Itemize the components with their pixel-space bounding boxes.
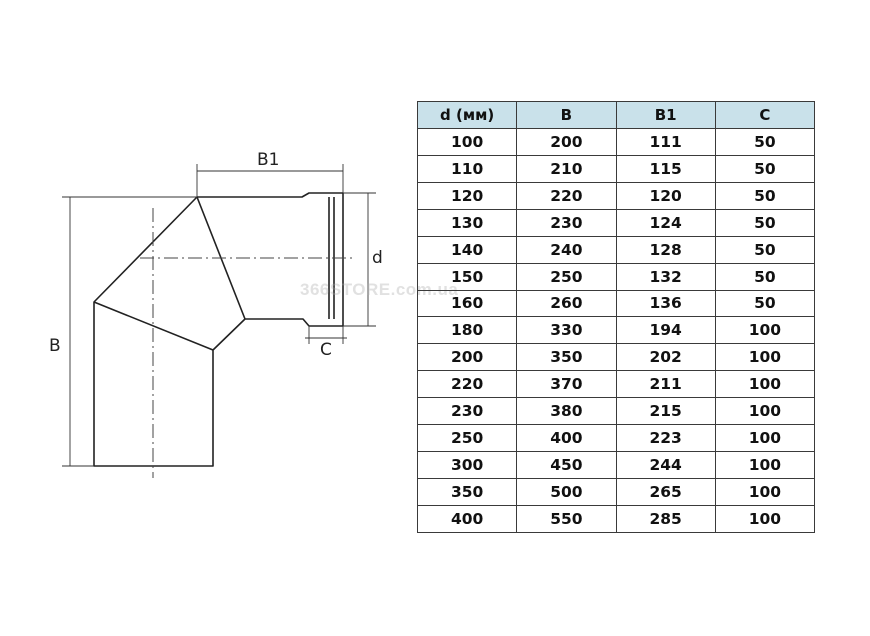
header-b1: B1	[615, 101, 716, 129]
table-cell: 100	[714, 397, 816, 426]
table-cell: 350	[516, 343, 617, 372]
table-cell: 50	[714, 127, 816, 156]
table-cell: 244	[615, 451, 716, 480]
elbow-outline	[93, 192, 344, 467]
table-cell: 100	[714, 424, 816, 453]
table-cell: 285	[615, 505, 716, 533]
table-cell: 202	[615, 343, 716, 372]
table-header-row: d (мм) B B1 C	[416, 101, 816, 129]
table-cell: 132	[615, 262, 716, 291]
table-cell: 111	[615, 127, 716, 156]
table-cell: 265	[615, 478, 716, 507]
table-cell: 100	[714, 316, 816, 345]
table-cell: 100	[714, 478, 816, 507]
table-cell: 300	[416, 451, 518, 480]
table-cell: 550	[516, 505, 617, 533]
table-cell: 130	[416, 208, 518, 237]
table-cell: 50	[714, 289, 816, 318]
table-cell: 110	[416, 154, 518, 183]
table-cell: 500	[516, 478, 617, 507]
table-cell: 50	[714, 208, 816, 237]
table-cell: 180	[416, 316, 518, 345]
table-cell: 100	[714, 505, 816, 533]
table-cell: 370	[516, 370, 617, 399]
label-c: C	[320, 340, 332, 360]
table-cell: 128	[615, 235, 716, 264]
table-cell: 100	[714, 343, 816, 372]
table-cell: 120	[416, 181, 518, 210]
table-cell: 160	[416, 289, 518, 318]
table-cell: 124	[615, 208, 716, 237]
table-cell: 380	[516, 397, 617, 426]
table-cell: 210	[516, 154, 617, 183]
table-cell: 350	[416, 478, 518, 507]
table-cell: 100	[714, 370, 816, 399]
table-cell: 194	[615, 316, 716, 345]
table-cell: 136	[615, 289, 716, 318]
table-cell: 230	[416, 397, 518, 426]
table-cell: 230	[516, 208, 617, 237]
elbow-pipe-drawing: B1 B d C	[49, 150, 383, 478]
label-d: d	[372, 248, 383, 268]
table-cell: 200	[416, 343, 518, 372]
table-cell: 115	[615, 154, 716, 183]
table-cell: 150	[416, 262, 518, 291]
table-cell: 50	[714, 235, 816, 264]
table-cell: 50	[714, 181, 816, 210]
table-cell: 220	[516, 181, 617, 210]
table-cell: 260	[516, 289, 617, 318]
label-b: B	[49, 336, 61, 356]
label-b1: B1	[257, 150, 279, 170]
table-cell: 330	[516, 316, 617, 345]
table-cell: 120	[615, 181, 716, 210]
table-cell: 100	[416, 127, 518, 156]
table-cell: 250	[516, 262, 617, 291]
table-cell: 250	[416, 424, 518, 453]
seam-lower	[93, 301, 214, 351]
table-cell: 211	[615, 370, 716, 399]
table-cell: 220	[416, 370, 518, 399]
header-c: C	[714, 101, 816, 129]
header-d: d (мм)	[416, 101, 518, 129]
table-cell: 50	[714, 262, 816, 291]
table-cell: 240	[516, 235, 617, 264]
table-cell: 223	[615, 424, 716, 453]
table-cell: 450	[516, 451, 617, 480]
table-cell: 50	[714, 154, 816, 183]
table-cell: 400	[516, 424, 617, 453]
table-cell: 400	[416, 505, 518, 533]
table-cell: 100	[714, 451, 816, 480]
header-b: B	[516, 101, 617, 129]
table-cell: 215	[615, 397, 716, 426]
table-cell: 200	[516, 127, 617, 156]
table-cell: 140	[416, 235, 518, 264]
